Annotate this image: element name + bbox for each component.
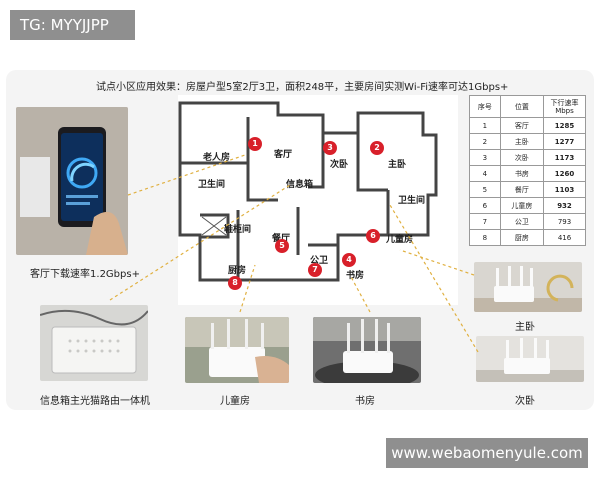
- cell-no: 6: [469, 197, 501, 214]
- infobox-photo: [40, 305, 148, 381]
- room-label-bath2: 卫生间: [398, 196, 426, 206]
- cell-speed: 932: [543, 197, 586, 214]
- room-label-master: 主卧: [388, 160, 407, 170]
- master-bedroom-photo: [474, 262, 582, 312]
- second-bedroom-photo: [476, 336, 584, 382]
- room-label-infobox: 信息箱: [286, 180, 314, 190]
- header-speed: 下行速率 Mbps: [543, 95, 586, 118]
- cell-location: 次卧: [499, 149, 545, 166]
- header-no: 序号: [469, 95, 501, 118]
- router-illustration: [313, 317, 421, 383]
- cell-location: 书房: [499, 165, 545, 182]
- cell-no: 7: [469, 213, 501, 230]
- pin-2: 2: [370, 141, 384, 155]
- infobox-illustration: [40, 305, 148, 381]
- watermark-top-left: TG: MYYJJPP: [10, 10, 135, 40]
- infobox-caption: 信息箱主光猫路由一体机: [40, 396, 150, 407]
- cell-location: 儿童房: [499, 197, 545, 214]
- cell-location: 客厅: [499, 117, 545, 134]
- phone-speedtest-photo: [16, 107, 128, 255]
- room-label-kitchen: 厨房: [228, 266, 247, 276]
- pin-8: 8: [228, 276, 242, 290]
- pin-1: 1: [248, 137, 262, 151]
- room-label-second: 次卧: [330, 160, 349, 170]
- cell-speed: 416: [543, 229, 586, 246]
- router-illustration: [474, 262, 582, 312]
- pin-3: 3: [323, 141, 337, 155]
- speed-table-header: 序号 位置 下行速率 Mbps: [469, 95, 586, 118]
- kids-room-caption: 儿童房: [220, 396, 250, 407]
- cell-location: 厨房: [499, 229, 545, 246]
- room-label-kids: 儿童房: [386, 235, 414, 245]
- cell-location: 公卫: [499, 213, 545, 230]
- study-photo: [313, 317, 421, 383]
- cell-speed: 1173: [543, 149, 586, 166]
- router-illustration: [476, 336, 584, 382]
- cell-speed: 1103: [543, 181, 586, 198]
- room-label-bath1: 卫生间: [198, 180, 226, 190]
- header-location: 位置: [499, 95, 545, 118]
- watermark-bottom-right: www.webaomenyule.com: [386, 438, 588, 468]
- phone-illustration: [16, 107, 128, 255]
- cell-speed: 1260: [543, 165, 586, 182]
- cell-no: 1: [469, 117, 501, 134]
- pin-4: 4: [342, 253, 356, 267]
- cell-speed: 1285: [543, 117, 586, 134]
- study-caption: 书房: [355, 396, 375, 407]
- room-label-public-bath: 公卫: [310, 256, 329, 266]
- cell-no: 4: [469, 165, 501, 182]
- master-bedroom-caption: 主卧: [515, 322, 535, 333]
- room-label-living: 客厅: [274, 150, 293, 160]
- cell-speed: 1277: [543, 133, 586, 150]
- cell-no: 8: [469, 229, 501, 246]
- phone-caption: 客厅下载速率1.2Gbps+: [30, 269, 140, 280]
- cell-no: 2: [469, 133, 501, 150]
- cell-speed: 793: [543, 213, 586, 230]
- pin-6: 6: [366, 229, 380, 243]
- room-label-shoe: 鞋柜间: [224, 225, 252, 235]
- kids-room-photo: [185, 317, 289, 383]
- pin-5: 5: [275, 239, 289, 253]
- router-illustration: [185, 317, 289, 383]
- headline: 试点小区应用效果：房屋户型5室2厅3卫，面积248平，主要房间实测Wi-Fi速率…: [96, 82, 509, 93]
- cell-no: 5: [469, 181, 501, 198]
- room-label-study: 书房: [346, 271, 365, 281]
- floor-plan: 老人房 客厅 次卧 主卧 卫生间 信息箱 卫生间 鞋柜间 餐厅 儿童房 厨房 公…: [178, 95, 458, 305]
- second-bedroom-caption: 次卧: [515, 396, 535, 407]
- room-label-elder: 老人房: [203, 153, 231, 163]
- pin-7: 7: [308, 263, 322, 277]
- cell-no: 3: [469, 149, 501, 166]
- cell-location: 主卧: [499, 133, 545, 150]
- cell-location: 餐厅: [499, 181, 545, 198]
